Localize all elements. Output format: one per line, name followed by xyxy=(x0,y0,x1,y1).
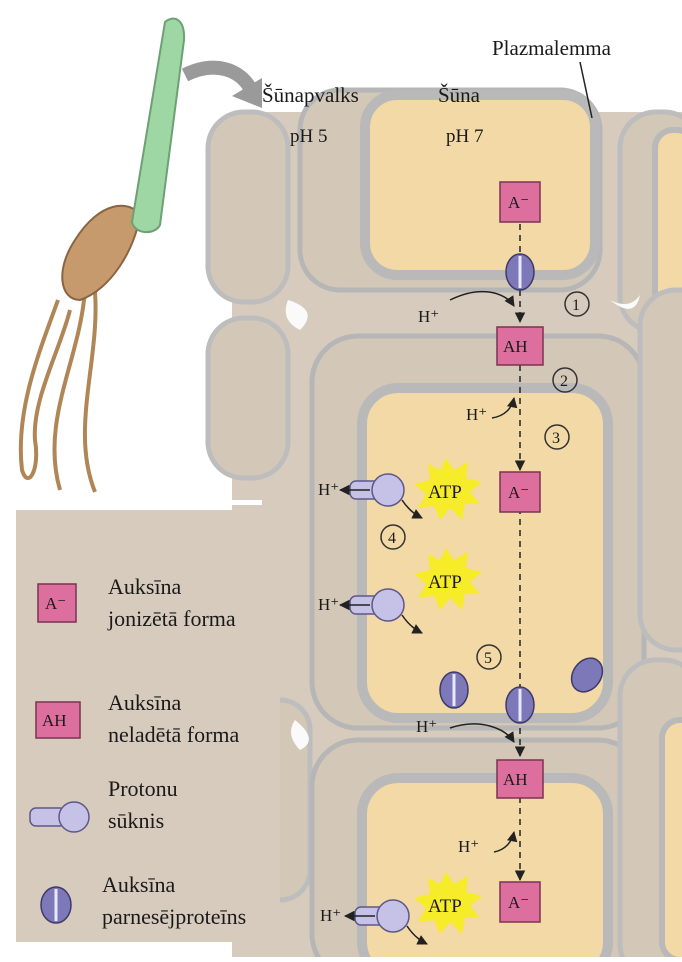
coleoptile xyxy=(132,19,184,233)
legend-ionized-line1: Auksīna xyxy=(108,574,182,599)
proton-label: H⁺ xyxy=(458,837,479,856)
auxin-neutral-box: AH xyxy=(497,327,543,365)
proton-label: H⁺ xyxy=(318,480,339,499)
auxin-ionized-box: A⁻ xyxy=(500,472,540,512)
carrier-protein-icon xyxy=(440,672,468,708)
auxin-ionized-box: A⁻ xyxy=(500,882,540,922)
ph-wall-label: pH 5 xyxy=(290,126,327,147)
cell-wall-label: Šūnapvalks xyxy=(262,83,359,107)
proton-label: H⁺ xyxy=(416,717,437,736)
svg-text:AH: AH xyxy=(503,337,528,356)
svg-text:A⁻: A⁻ xyxy=(508,193,529,212)
svg-text:4: 4 xyxy=(388,530,396,547)
carrier-protein-icon xyxy=(506,254,534,290)
plasma-membrane-label: Plazmalemma xyxy=(492,36,612,60)
ph-cell-label: pH 7 xyxy=(446,126,483,147)
proton-label: H⁺ xyxy=(418,307,439,326)
auxin-neutral-box: AH xyxy=(497,760,543,798)
legend-neutral-line1: Auksīna xyxy=(108,690,182,715)
svg-text:5: 5 xyxy=(484,650,492,667)
legend-carrier-icon xyxy=(41,887,71,923)
cell-label: Šūna xyxy=(438,83,481,107)
proton-label: H⁺ xyxy=(320,906,341,925)
legend-neutral-line2: neladētā forma xyxy=(108,722,240,747)
svg-text:A⁻: A⁻ xyxy=(45,594,66,613)
legend: A⁻ Auksīna jonizētā forma AH Auksīna nel… xyxy=(16,510,280,942)
svg-text:ATP: ATP xyxy=(428,572,462,593)
svg-text:2: 2 xyxy=(560,373,568,390)
svg-text:AH: AH xyxy=(42,711,67,730)
svg-text:A⁻: A⁻ xyxy=(508,483,529,502)
svg-text:ATP: ATP xyxy=(428,482,462,503)
svg-text:3: 3 xyxy=(552,430,560,447)
legend-ionized-swatch: A⁻ xyxy=(38,584,76,622)
proton-label: H⁺ xyxy=(318,595,339,614)
seed xyxy=(62,206,140,300)
legend-carrier-line2: parnesējproteīns xyxy=(102,904,246,929)
svg-text:A⁻: A⁻ xyxy=(508,893,529,912)
legend-neutral-swatch: AH xyxy=(36,702,80,738)
svg-text:1: 1 xyxy=(572,297,580,314)
carrier-protein-icon xyxy=(506,687,534,723)
legend-pump-line1: Protonu xyxy=(108,776,178,801)
proton-label: H⁺ xyxy=(466,405,487,424)
root xyxy=(54,290,95,492)
legend-carrier-line1: Auksīna xyxy=(102,872,176,897)
legend-ionized-line2: jonizētā forma xyxy=(107,606,236,631)
auxin-ionized-box: A⁻ xyxy=(500,182,540,222)
svg-text:ATP: ATP xyxy=(428,896,462,917)
legend-pump-line2: sūknis xyxy=(108,808,164,833)
zoom-arrow xyxy=(185,68,250,88)
svg-text:AH: AH xyxy=(503,770,528,789)
